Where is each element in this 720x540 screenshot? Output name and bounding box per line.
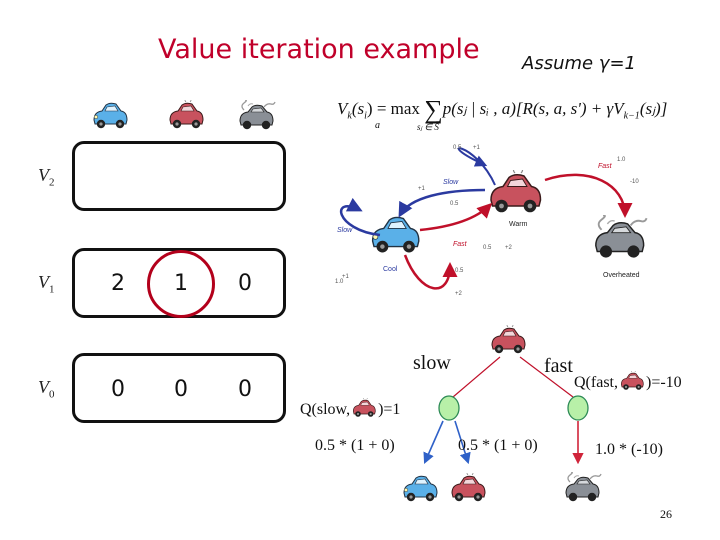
q-slow-red-car-icon bbox=[350, 398, 378, 418]
tree-leaf-gray-car-icon bbox=[562, 472, 602, 502]
cool-fast-loop-arrow bbox=[405, 255, 450, 288]
row-label-v0: V0 bbox=[38, 377, 55, 401]
warm-slow-reward-1: +1 bbox=[473, 145, 481, 151]
q-fast-red-car-icon bbox=[618, 371, 646, 391]
overheated-state-car-icon bbox=[596, 215, 647, 257]
tree-leaf-red-car-icon bbox=[448, 473, 488, 503]
v1-warm-highlight-circle bbox=[147, 250, 215, 318]
assumption-text: Assume γ=1 bbox=[522, 53, 636, 74]
v1-cell-cool: 2 bbox=[98, 271, 138, 296]
cool-state-label: Cool bbox=[383, 266, 398, 273]
warm-fast-action-label: Fast bbox=[598, 163, 613, 170]
warm-slow-prob-2: 0.5 bbox=[450, 201, 459, 207]
page-number: 26 bbox=[660, 507, 672, 522]
cool-fast-prob: 0.5 bbox=[483, 245, 492, 251]
row-label-v2: V2 bbox=[38, 165, 55, 189]
gray-smoking-car-icon bbox=[236, 100, 276, 130]
warm-slow-reward-2: +1 bbox=[418, 186, 426, 192]
mdp-diagram: Cool Warm Overheated Slow 1.0 +1 Fast 0.… bbox=[325, 135, 685, 300]
cool-slow-action-label: Slow bbox=[337, 227, 353, 234]
q-slow-expression: Q(slow,)=1 bbox=[300, 398, 400, 419]
v0-row-box: 0 0 0 bbox=[72, 353, 286, 423]
chance-node-slow bbox=[439, 396, 459, 420]
v0-cell-overheated: 0 bbox=[225, 377, 265, 402]
warm-state-car-icon bbox=[491, 169, 541, 213]
overheated-state-label: Overheated bbox=[603, 272, 640, 279]
warm-slow-loop-arrow bbox=[459, 148, 495, 185]
branch-label-slow-cool: 0.5 * (1 + 0) bbox=[315, 437, 395, 455]
warm-to-cool-slow-arrow bbox=[400, 190, 485, 215]
cool-fast-action-label: Fast bbox=[453, 241, 468, 248]
warm-slow-action-label: Slow bbox=[443, 179, 459, 186]
tree-leaf-blue-car-icon bbox=[400, 473, 440, 503]
slide-title: Value iteration example bbox=[158, 34, 480, 65]
branch-label-slow-warm: 0.5 * (1 + 0) bbox=[458, 437, 538, 455]
warm-fast-reward: -10 bbox=[630, 179, 639, 185]
equation-sum-subscript: sⱼ ∈ S bbox=[417, 122, 439, 133]
q-fast-expression: Q(fast,)=-10 bbox=[574, 371, 682, 392]
cool-fast-prob-2: 0.5 bbox=[455, 268, 464, 274]
cool-to-warm-fast-arrow bbox=[420, 205, 490, 230]
blue-car-icon bbox=[90, 100, 130, 130]
cool-fast-reward: +2 bbox=[505, 245, 513, 251]
warm-to-overheated-fast-arrow bbox=[545, 175, 625, 215]
chance-node-fast bbox=[568, 396, 588, 420]
tree-edge-slow bbox=[453, 357, 500, 397]
tree-edge-slow-to-cool bbox=[425, 421, 443, 462]
branch-label-fast-overheated: 1.0 * (-10) bbox=[595, 441, 663, 459]
warm-state-label: Warm bbox=[509, 221, 528, 228]
tree-action-fast: fast bbox=[544, 355, 573, 378]
equation-max-subscript: a bbox=[375, 120, 380, 131]
v0-cell-warm: 0 bbox=[161, 377, 201, 402]
bellman-equation: Vk(si) = max ∑p(sⱼ | sᵢ , a)[R(s, a, s')… bbox=[337, 95, 667, 125]
cool-slow-reward: +1 bbox=[342, 274, 350, 280]
tree-action-slow: slow bbox=[413, 352, 451, 375]
tree-root-red-car-icon bbox=[492, 325, 525, 353]
red-car-icon bbox=[166, 100, 206, 130]
v2-row-box bbox=[72, 141, 286, 211]
cool-fast-reward-2: +2 bbox=[455, 291, 463, 297]
v1-cell-overheated: 0 bbox=[225, 271, 265, 296]
row-label-v1: V1 bbox=[38, 272, 55, 296]
v0-cell-cool: 0 bbox=[98, 377, 138, 402]
warm-fast-prob: 1.0 bbox=[617, 157, 626, 163]
warm-slow-prob-1: 0.5 bbox=[453, 145, 462, 151]
